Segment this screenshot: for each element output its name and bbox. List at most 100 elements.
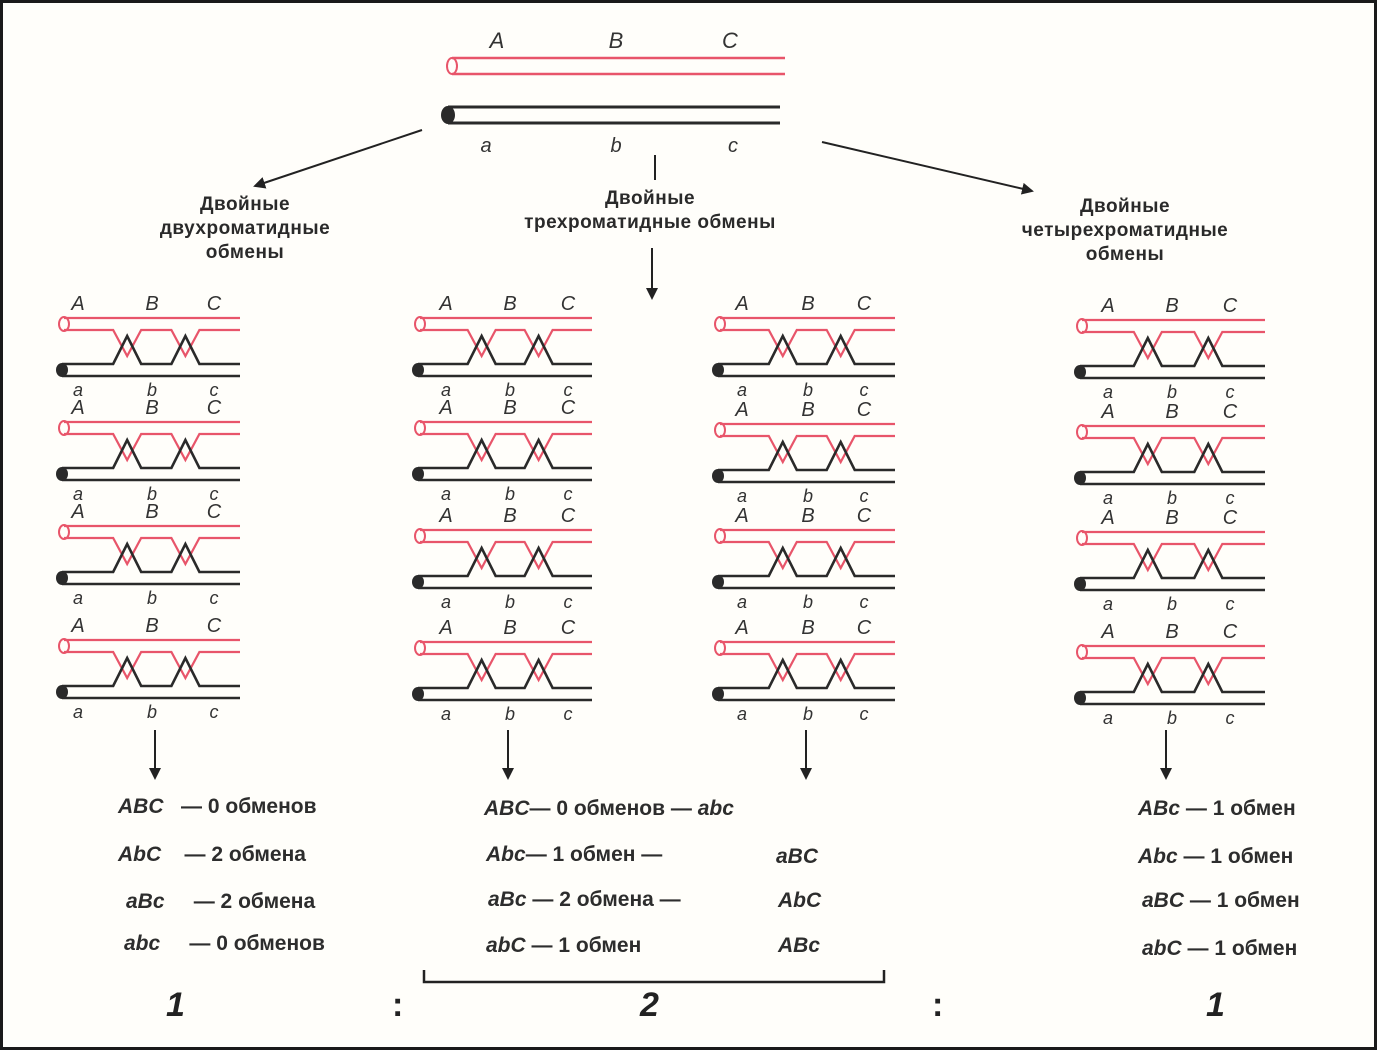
upper-chromatid (720, 652, 895, 683)
gene-label-lower: c (210, 484, 219, 504)
gene-label-upper: B (145, 397, 158, 419)
gene-label-upper: C (1223, 401, 1238, 423)
gene-label-lower: c (1226, 708, 1235, 728)
upper-chromatid (1082, 436, 1265, 467)
gene-label-lower: b (803, 380, 813, 400)
lower-chromatid (1080, 335, 1265, 368)
ratio-right: 1 (1206, 986, 1225, 1024)
gene-label-upper: A (1100, 295, 1114, 317)
upper-chromatid (64, 432, 240, 463)
gene-label-upper: B (145, 293, 158, 315)
gene-label-upper: A (1100, 401, 1114, 423)
ratio-sep-2: : (932, 986, 944, 1024)
result-row: ABC — 0 обменов (118, 795, 317, 819)
crossover-panels: AaBbCcAaBbCcAaBbCcAaBbCcAaBbCcAaBbCcAaBb… (56, 293, 1265, 728)
exchange-count: — 1 обмен — (525, 843, 663, 866)
genotype: abC (1142, 937, 1182, 960)
exchange-count: — 1 обмен (1189, 889, 1300, 912)
centromere (412, 575, 424, 589)
gene-label-lower: a (441, 380, 451, 400)
result-row: AbC (778, 889, 821, 913)
gene-label-lower: c (210, 588, 219, 608)
genotype-right: aBC (776, 845, 819, 868)
centromere (56, 685, 68, 699)
result-row: ABc (778, 934, 820, 958)
result-row: ABC— 0 обменов — abc (484, 797, 734, 821)
gene-label-upper: A (734, 293, 748, 315)
three-strand-bracket (422, 970, 886, 984)
gene-label-upper: C (857, 617, 872, 639)
gene-label-lower: a (441, 592, 451, 612)
gene-label-upper: C (207, 397, 222, 419)
gene-label-upper: A (438, 397, 452, 419)
centromere (412, 687, 424, 701)
exchange-count: — 1 обмен (1183, 845, 1294, 868)
upper-chromatid (420, 540, 592, 571)
gene-label-lower: b (505, 380, 515, 400)
caption-two-strand: Двойные двухроматидные обмены (159, 194, 331, 263)
gene-label-lower: a (1103, 708, 1113, 728)
centromere (412, 363, 424, 377)
gene-label-lower: c (564, 704, 573, 724)
gene-label-upper: B (1165, 507, 1178, 529)
lower-chromatid (718, 657, 895, 690)
gene-label-lower: c (1226, 594, 1235, 614)
gene-label-lower: c (860, 486, 869, 506)
gene-label-lower: b (147, 484, 157, 504)
lower-chromatid (418, 545, 592, 578)
gene-label-upper: B (801, 617, 814, 639)
gene-label-upper: C (857, 505, 872, 527)
genotype-right: abc (697, 797, 734, 820)
result-row: abC — 1 обмен (486, 934, 641, 958)
gene-label-upper: B (801, 399, 814, 421)
lower-chromatid (62, 333, 240, 366)
lower-chromatid (62, 655, 240, 688)
gene-label-lower: b (803, 486, 813, 506)
lower-chromatid (62, 437, 240, 470)
result-row: AbC — 2 обмена (118, 843, 306, 867)
gene-label-upper: C (1223, 507, 1238, 529)
gene-label-upper: A (70, 615, 84, 637)
gene-label-upper: C (857, 293, 872, 315)
upper-chromatid (720, 434, 895, 465)
centromere (412, 467, 424, 481)
top-label-upper-1: B (609, 28, 624, 53)
lower-chromatid (418, 333, 592, 366)
gene-label-lower: b (505, 592, 515, 612)
result-row: Abc— 1 обмен — (486, 843, 662, 867)
gene-label-lower: c (860, 380, 869, 400)
exchange-count: — 2 обмена (193, 890, 316, 913)
gene-label-lower: a (737, 380, 747, 400)
exchange-count: — 1 обмен (1185, 797, 1296, 820)
genotype-left: aBc (488, 888, 527, 911)
gene-label-lower: b (1167, 488, 1177, 508)
gene-label-lower: a (73, 484, 83, 504)
genotype-right: ABc (778, 934, 821, 957)
genotype-left: abC (486, 934, 526, 957)
genotype: abc (124, 932, 161, 955)
gene-label-upper: C (561, 617, 576, 639)
centromere (1074, 577, 1086, 591)
gene-label-upper: A (1100, 507, 1114, 529)
gene-label-lower: b (505, 484, 515, 504)
gene-label-lower: a (73, 702, 83, 722)
gene-label-upper: B (503, 293, 516, 315)
gene-label-upper: C (561, 505, 576, 527)
exchange-count: — 0 обменов — (529, 797, 692, 820)
upper-chromatid (420, 328, 592, 359)
gene-label-upper: A (70, 397, 84, 419)
top-label-upper-0: A (488, 28, 505, 53)
gene-label-lower: c (564, 592, 573, 612)
result-row: abc — 0 обменов (124, 932, 325, 956)
gene-label-lower: b (803, 592, 813, 612)
top-label-upper-2: C (722, 28, 738, 53)
